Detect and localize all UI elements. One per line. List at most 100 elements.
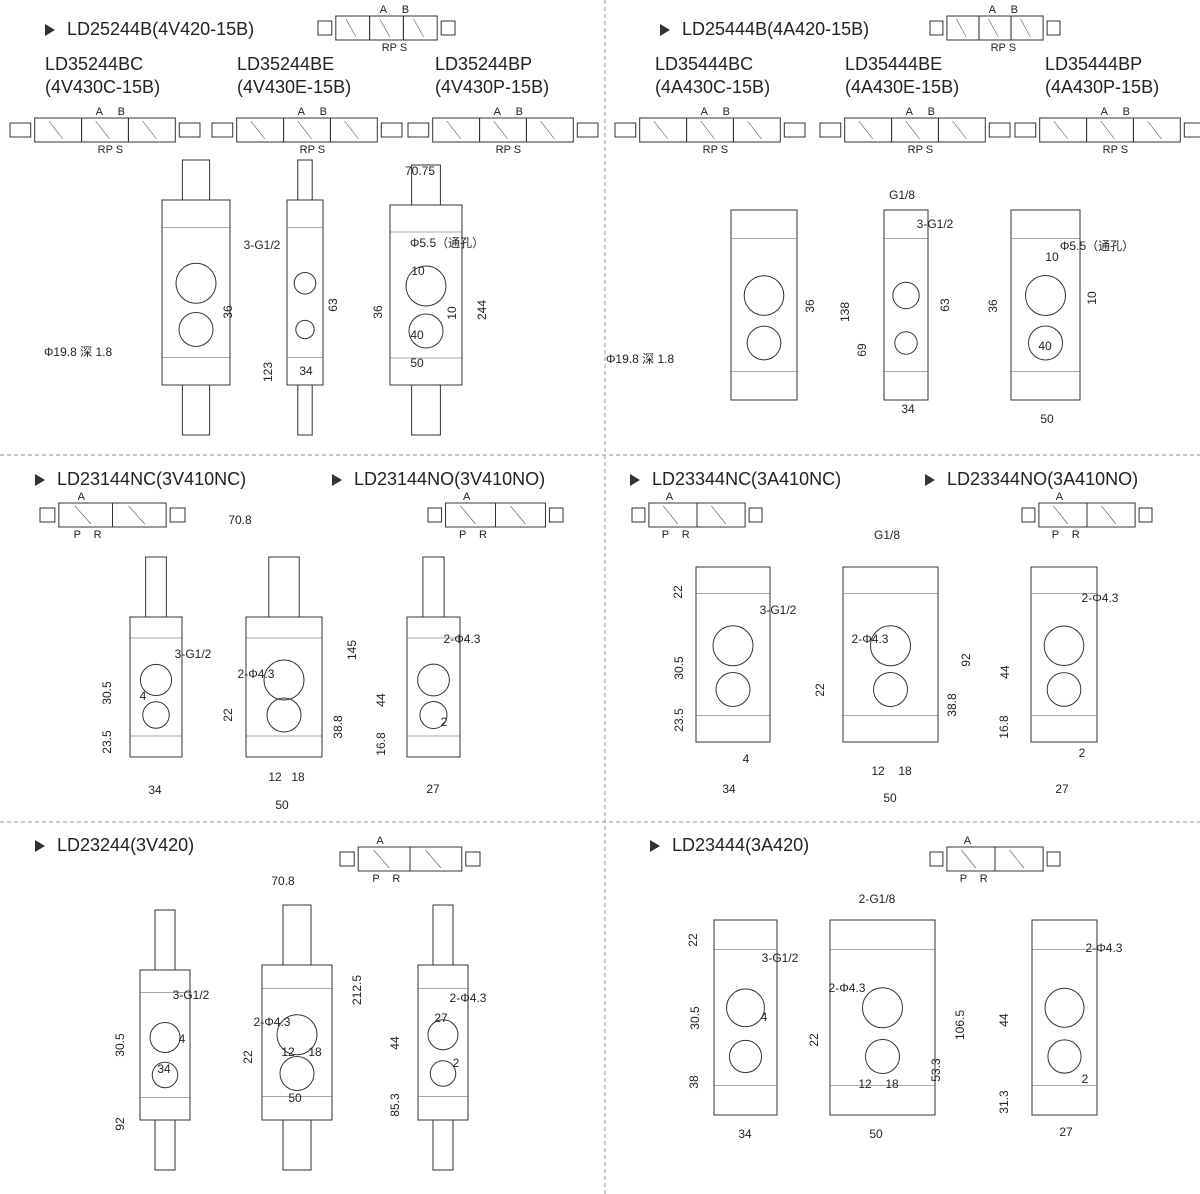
valve-cell bbox=[34, 117, 83, 143]
port-label-rps: RP S bbox=[1103, 144, 1128, 156]
dimension-label: 18 bbox=[308, 1045, 322, 1059]
dimension-label: 30.5 bbox=[113, 1033, 127, 1057]
flow-arrow-icon bbox=[961, 849, 976, 869]
port-label-a: A bbox=[380, 4, 388, 16]
flow-arrow-icon bbox=[956, 18, 967, 38]
flow-arrow-icon bbox=[95, 120, 110, 140]
dimension-label: G1/8 bbox=[889, 188, 915, 202]
port-label-a: A bbox=[96, 106, 104, 118]
port-circle bbox=[1046, 672, 1082, 707]
port-circle bbox=[865, 1039, 900, 1074]
bullet-arrow-icon bbox=[45, 24, 55, 36]
flow-arrow-icon bbox=[379, 18, 391, 38]
port-circle bbox=[276, 1014, 318, 1056]
port-circle bbox=[427, 1019, 459, 1051]
flow-arrow-icon bbox=[1053, 505, 1068, 525]
variant-code: LD35244BP bbox=[435, 54, 532, 74]
dimension-label: 12 bbox=[858, 1077, 872, 1091]
solenoid-left-icon bbox=[407, 122, 430, 138]
variant-code: LD35244BE bbox=[237, 54, 334, 74]
flow-arrow-icon bbox=[344, 120, 359, 140]
flow-arrow-icon bbox=[663, 505, 678, 525]
dimension-label: 106.5 bbox=[953, 1010, 967, 1040]
valve-body bbox=[161, 199, 231, 386]
dimension-label: 50 bbox=[883, 791, 897, 805]
valve-symbol bbox=[929, 15, 1061, 41]
valve-symbol bbox=[1014, 117, 1200, 143]
dimension-label: 2-Φ4.3 bbox=[1086, 941, 1123, 955]
solenoid-left-icon bbox=[211, 122, 234, 138]
port-circle bbox=[1043, 625, 1085, 667]
dimension-label: 10 bbox=[411, 264, 425, 278]
model-title: LD23344NO(3A410NO) bbox=[947, 469, 1138, 489]
coil-bottom bbox=[154, 1119, 176, 1171]
variant-model: (4V430E-15B) bbox=[237, 77, 351, 97]
port-circle bbox=[726, 988, 765, 1028]
valve-cell bbox=[994, 846, 1044, 872]
dimension-label: Φ19.8 深 1.8 bbox=[44, 345, 113, 359]
port-circle bbox=[417, 663, 450, 697]
dimension-label: 4 bbox=[140, 689, 147, 703]
flow-arrow-icon bbox=[653, 120, 669, 140]
valve-body-view bbox=[261, 904, 333, 1171]
port-label-p: P bbox=[662, 529, 669, 541]
dimension-label: 44 bbox=[998, 665, 1012, 679]
dimension-label: 70.8 bbox=[271, 874, 295, 888]
coil-top bbox=[181, 159, 211, 201]
dimension-label: 22 bbox=[221, 708, 235, 722]
valve-body bbox=[883, 209, 929, 401]
coil-bottom bbox=[432, 1119, 454, 1171]
dimension-label: 34 bbox=[901, 402, 915, 416]
solenoid-right-icon bbox=[1046, 20, 1061, 36]
coil-bottom bbox=[181, 384, 211, 436]
flow-arrow-icon bbox=[1100, 120, 1115, 140]
flow-arrow-icon bbox=[1101, 505, 1117, 525]
valve-cell bbox=[891, 117, 939, 143]
port-label-a: A bbox=[701, 106, 709, 118]
flow-arrow-icon bbox=[460, 505, 476, 525]
solenoid-right-icon bbox=[576, 122, 599, 138]
valve-cell bbox=[1010, 15, 1044, 41]
valve-body-view bbox=[389, 164, 463, 436]
flow-arrow-icon bbox=[747, 120, 762, 140]
port-label-rps: RP S bbox=[382, 42, 407, 54]
coil-top bbox=[297, 159, 313, 201]
port-label-a: A bbox=[1056, 491, 1064, 503]
dimension-label: 18 bbox=[291, 770, 305, 784]
dimension-label: 34 bbox=[722, 782, 736, 796]
dimension-label: 22 bbox=[807, 1033, 821, 1047]
variant-code: LD35444BE bbox=[845, 54, 942, 74]
dimension-label: 30.5 bbox=[672, 656, 686, 680]
port-label-rps: RP S bbox=[908, 144, 933, 156]
port-label-a: A bbox=[376, 835, 384, 847]
annotation-layer: LD25244B(4V420-15B)LD25444B(4A420-15B)LD… bbox=[9, 4, 1200, 1141]
variant-model: (4V430P-15B) bbox=[435, 77, 549, 97]
valve-body bbox=[286, 199, 324, 386]
valve-body-view bbox=[139, 909, 191, 1171]
valve-body-view bbox=[829, 919, 936, 1116]
model-title: LD23444(3A420) bbox=[672, 835, 809, 855]
valve-body-view bbox=[245, 556, 323, 758]
dimension-label: G1/8 bbox=[874, 528, 900, 542]
variant-code: LD35444BP bbox=[1045, 54, 1142, 74]
dimension-label: 2 bbox=[1082, 1072, 1089, 1086]
dimension-label: 3-G1/2 bbox=[173, 988, 210, 1002]
dimension-label: 2-Φ4.3 bbox=[1082, 591, 1119, 605]
valve-cell bbox=[283, 117, 331, 143]
valve-cell bbox=[236, 117, 285, 143]
dimension-label: 3-G1/2 bbox=[762, 951, 799, 965]
dimension-label: 40 bbox=[410, 328, 424, 342]
solenoid-right-icon bbox=[988, 122, 1011, 138]
dimension-label: 2 bbox=[453, 1056, 460, 1070]
port-label-p: P bbox=[459, 529, 466, 541]
flow-arrow-icon bbox=[858, 120, 874, 140]
dimension-label: 50 bbox=[1040, 412, 1054, 426]
valve-cell bbox=[357, 846, 411, 872]
flow-arrow-icon bbox=[1053, 120, 1069, 140]
bullet-arrow-icon bbox=[630, 474, 640, 486]
dimension-label: 70.75 bbox=[405, 164, 435, 178]
coil-top bbox=[145, 556, 167, 618]
valve-body bbox=[406, 616, 461, 758]
dimension-label: 70.8 bbox=[228, 513, 252, 527]
flow-arrow-icon bbox=[48, 120, 64, 140]
